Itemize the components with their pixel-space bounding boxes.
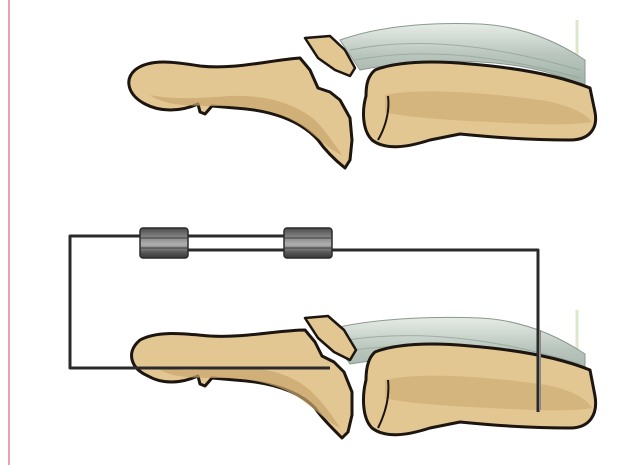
bottom-panel — [70, 228, 596, 438]
distal-bone-fragment-bottom — [132, 330, 352, 438]
distal-bone-fragment-top — [129, 58, 352, 168]
fixation-tube-left — [140, 228, 188, 258]
top-panel — [129, 20, 596, 168]
fixation-tube-right — [284, 228, 332, 258]
